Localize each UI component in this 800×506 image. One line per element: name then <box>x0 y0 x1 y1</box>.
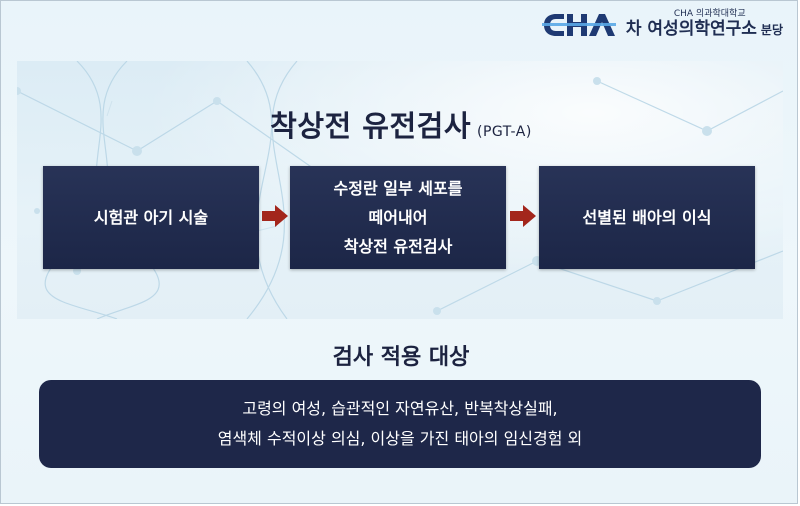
step-biopsy-line-2: 떼어내어 <box>368 208 428 227</box>
step-biopsy-line-3: 착상전 유전검사 <box>343 237 453 256</box>
section-title: 검사 적용 대상 <box>332 345 470 370</box>
target-line-1: 고령의 여성, 습관적인 자연유산, 반복착상실패, <box>242 399 558 418</box>
logo-branch: 분당 <box>760 23 783 37</box>
title-main: 착상전 유전검사 <box>270 109 472 143</box>
step-transfer-label: 선별된 배아의 이식 <box>582 208 712 227</box>
target-criteria-box: 고령의 여성, 습관적인 자연유산, 반복착상실패, 염색체 수적이상 의심, … <box>39 380 761 468</box>
cha-logo-mark-icon <box>541 13 616 36</box>
title-sub: (PGT-A) <box>477 124 532 140</box>
right-arrow-icon <box>262 205 288 227</box>
logo-name: 차 여성의학연구소 <box>625 19 757 39</box>
page-title: 착상전 유전검사 (PGT-A) <box>1 103 800 145</box>
logo-university-text: CHA 의과학대학교 <box>673 9 746 19</box>
step-transfer: 선별된 배아의 이식 <box>539 166 755 269</box>
step-ivf-label: 시험관 아기 시술 <box>93 208 209 227</box>
step-biopsy: 수정란 일부 세포를 떼어내어 착상전 유전검사 <box>290 166 506 269</box>
right-arrow-icon <box>510 205 536 227</box>
step-ivf: 시험관 아기 시술 <box>43 166 259 269</box>
target-line-2: 염색체 수적이상 의심, 이상을 가진 태아의 임신경험 외 <box>217 429 583 448</box>
step-biopsy-line-1: 수정란 일부 세포를 <box>333 179 463 198</box>
